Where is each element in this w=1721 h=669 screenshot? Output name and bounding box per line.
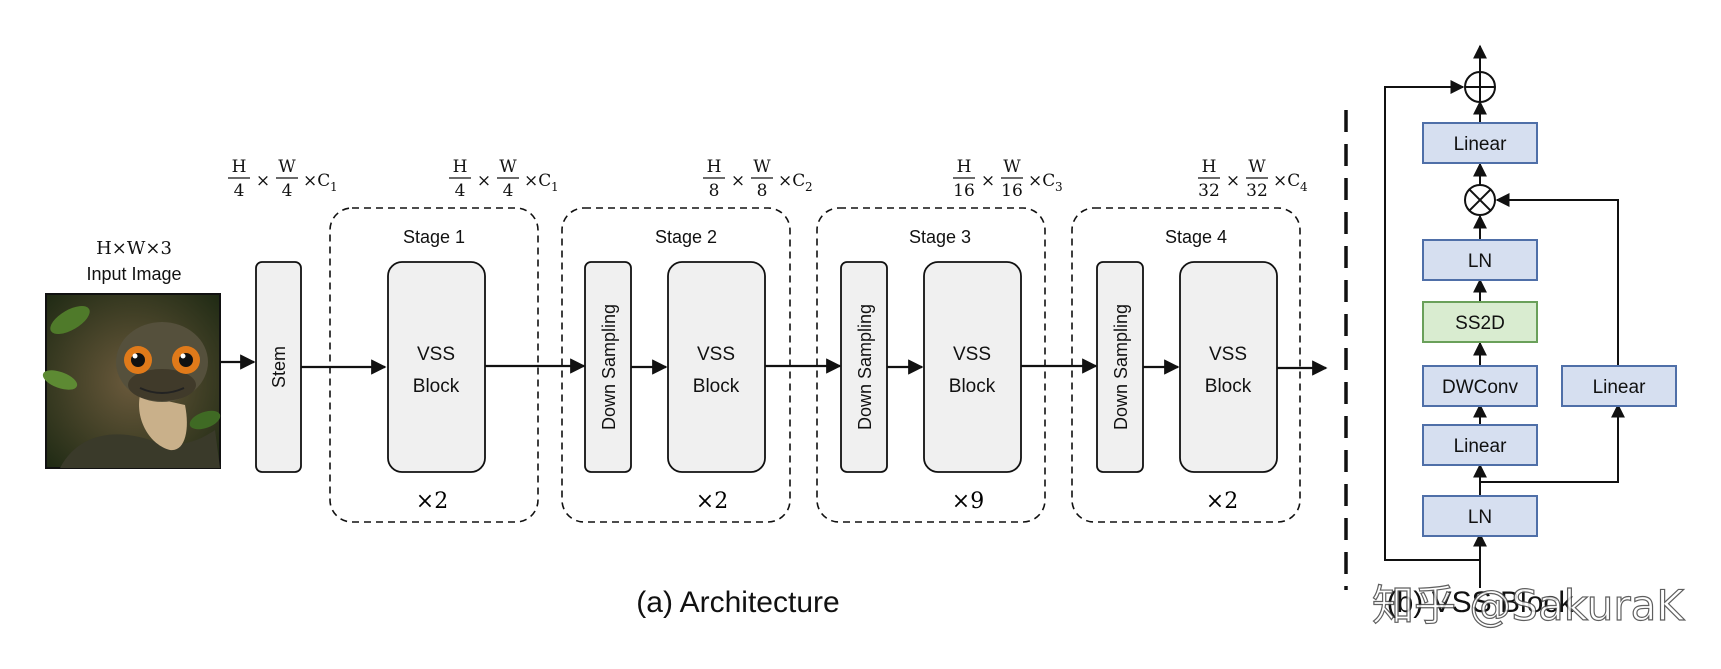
vss-linear-branch-label: Linear	[1593, 377, 1646, 398]
dim-w-denominator: 32	[1246, 181, 1268, 201]
stage-2-vss-block	[667, 261, 766, 473]
input-image-label: Input Image	[86, 264, 181, 284]
dim-channels: ×C	[303, 171, 330, 191]
input-dims-label: H×W×3	[96, 238, 172, 259]
stage-3: Stage 3 Down Sampling VSS Block ×9	[816, 207, 1046, 523]
stage-2-vss-label-line2: Block	[693, 376, 740, 397]
branch-to-linear	[1480, 403, 1625, 483]
vss-dwconv-label: DWConv	[1442, 377, 1519, 398]
dim-w-numerator: W	[499, 157, 517, 177]
vss-block-detail: Linear LN SS2D DWConv Linear LN Linear	[1384, 44, 1677, 588]
stage-3-repeat: ×9	[952, 489, 984, 514]
dim-h-numerator: H	[707, 157, 722, 177]
dim-times: ×	[256, 171, 270, 191]
dim-h-denominator: 4	[234, 181, 245, 201]
dim-w-numerator: W	[278, 157, 296, 177]
vss-linear-in-label: Linear	[1454, 436, 1507, 457]
stage-2: Stage 2 Down Sampling VSS Block ×2	[561, 207, 791, 523]
dim-h-denominator: 16	[953, 181, 975, 201]
dim-w-denominator: 4	[282, 181, 293, 201]
stage-1-vss-block	[387, 261, 486, 473]
watermark: 知乎 @SakuraK	[1372, 581, 1685, 630]
caption-architecture: (a) Architecture	[636, 586, 839, 619]
stage-1-vss-label-line2: Block	[413, 376, 460, 397]
dim-channels: ×C	[1028, 171, 1055, 191]
stage-1-repeat: ×2	[416, 489, 448, 514]
vss-linear-out-label: Linear	[1454, 134, 1507, 155]
dim-channels: ×C	[524, 171, 551, 191]
stage-4-vss-block	[1179, 261, 1278, 473]
vss-linear-branch-box	[1561, 365, 1677, 407]
vss-ln-mid-label: LN	[1468, 251, 1492, 272]
stage-3-vss-label-line2: Block	[949, 376, 996, 397]
stage-2-vss-label-line1: VSS	[697, 344, 735, 365]
caption-vss-block: (b) VSS Block	[1387, 586, 1575, 619]
dim-h-denominator: 4	[455, 181, 466, 201]
vss-ln-in-label: LN	[1468, 507, 1492, 528]
dim-w-numerator: W	[753, 157, 771, 177]
dim-times: ×	[477, 171, 491, 191]
vss-ln-in-box	[1422, 495, 1538, 537]
stage-3-downsampling-label: Down Sampling	[855, 304, 875, 430]
stage-1: Stage 1 VSS Block ×2	[329, 207, 539, 523]
stage-4-repeat: ×2	[1206, 489, 1238, 514]
stage-4: Stage 4 Down Sampling VSS Block ×2	[1071, 207, 1301, 523]
stage-3-vss-block	[923, 261, 1022, 473]
branch-to-mul	[1495, 193, 1619, 366]
vss-linear-out-box	[1422, 122, 1538, 164]
stage-4-vss-label-line1: VSS	[1209, 344, 1247, 365]
residual-connection	[1384, 80, 1480, 561]
dim-h-numerator: H	[1202, 157, 1217, 177]
dim-channels-index: 3	[1055, 180, 1063, 194]
dim-w-numerator: W	[1248, 157, 1266, 177]
stage-2-repeat: ×2	[696, 489, 728, 514]
stage-4-vss-label-line2: Block	[1205, 376, 1252, 397]
vss-ss2d-box	[1422, 301, 1538, 343]
stage-3-title: Stage 3	[909, 227, 971, 247]
dim-channels: ×C	[1273, 171, 1300, 191]
dim-w-numerator: W	[1003, 157, 1021, 177]
input-image	[42, 293, 221, 469]
dim-channels: ×C	[778, 171, 805, 191]
stage-3-vss-label-line1: VSS	[953, 344, 991, 365]
dim-w-denominator: 8	[757, 181, 768, 201]
dim-channels-index: 1	[330, 180, 338, 194]
dim-channels-index: 1	[551, 180, 559, 194]
dim-channels-index: 4	[1300, 180, 1308, 194]
vss-ss2d-label: SS2D	[1455, 313, 1505, 334]
stage-2-title: Stage 2	[655, 227, 717, 247]
vss-ln-mid-box	[1422, 239, 1538, 281]
stage-4-downsampling-label: Down Sampling	[1111, 304, 1131, 430]
dim-times: ×	[981, 171, 995, 191]
dim-times: ×	[1226, 171, 1240, 191]
dim-h-denominator: 8	[709, 181, 720, 201]
add-operator-icon	[1464, 71, 1496, 103]
stage-1-title: Stage 1	[403, 227, 465, 247]
dim-h-numerator: H	[232, 157, 247, 177]
dim-channels-index: 2	[805, 180, 813, 194]
dim-h-numerator: H	[957, 157, 972, 177]
dim-w-denominator: 4	[503, 181, 514, 201]
stage-2-downsampling-label: Down Sampling	[599, 304, 619, 430]
dim-h-numerator: H	[453, 157, 468, 177]
stem-label: Stem	[269, 346, 289, 388]
stage-4-title: Stage 4	[1165, 227, 1227, 247]
vss-linear-in-box	[1422, 424, 1538, 466]
dim-h-denominator: 32	[1198, 181, 1220, 201]
dim-w-denominator: 16	[1001, 181, 1023, 201]
stage-4-frame	[1071, 207, 1301, 523]
multiply-operator-icon	[1464, 184, 1496, 216]
stage-1-vss-label-line1: VSS	[417, 344, 455, 365]
dim-times: ×	[731, 171, 745, 191]
vss-dwconv-box	[1422, 365, 1538, 407]
